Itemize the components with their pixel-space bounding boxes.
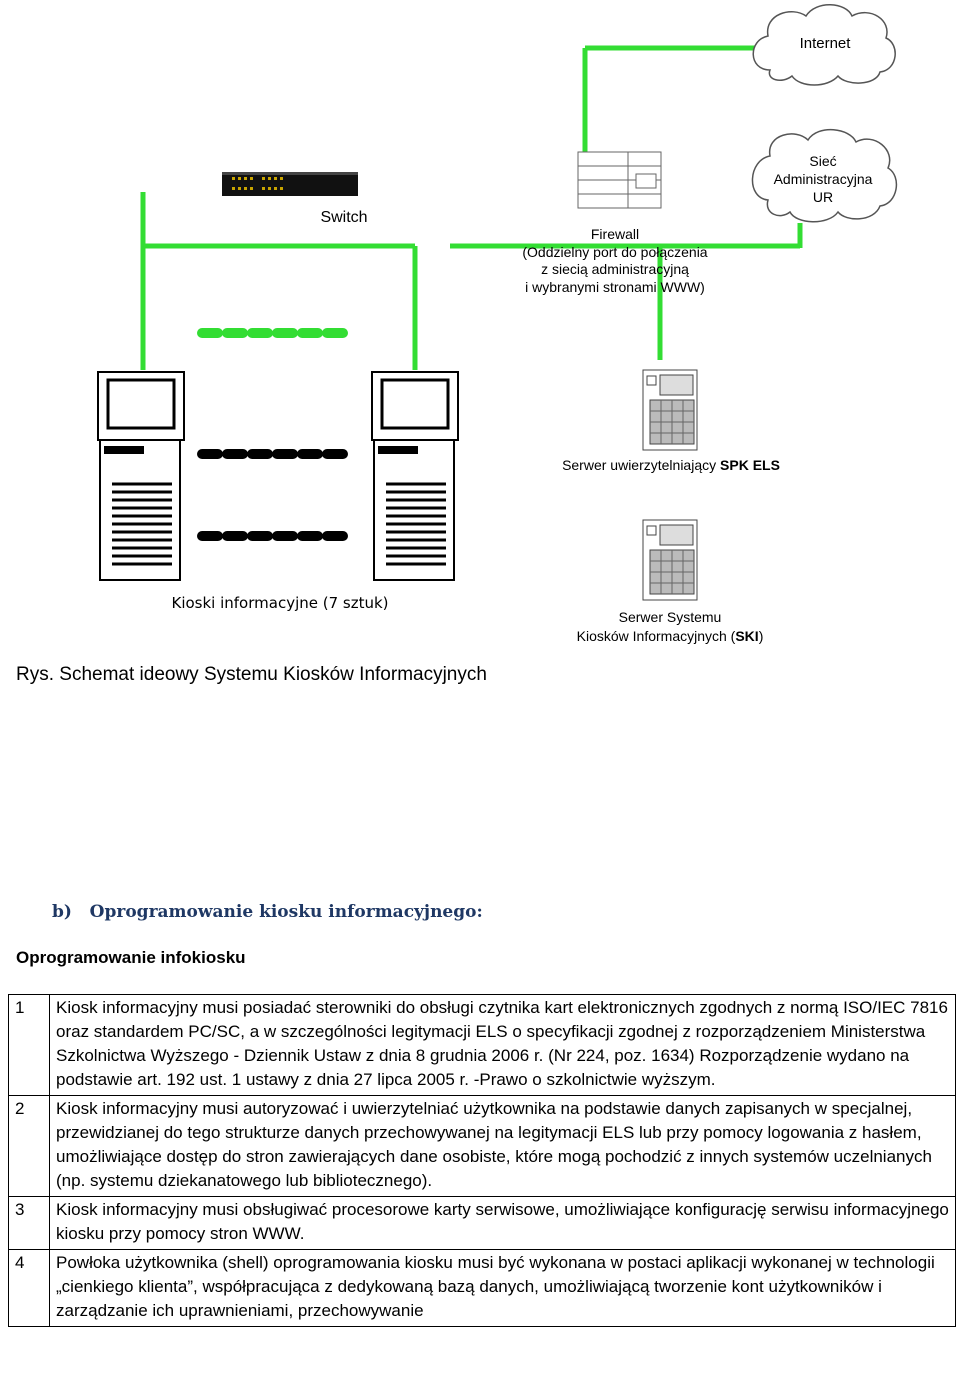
requirements-table: 1 Kiosk informacyjny musi posiadać stero… xyxy=(8,994,956,1327)
connections xyxy=(140,45,803,370)
firewall-label-line: Firewall xyxy=(590,226,640,242)
firewall-label-line: i wybranymi stronami WWW) xyxy=(525,278,705,295)
ski-server-name: SKI xyxy=(735,628,759,644)
subheading: Oprogramowanie infokiosku xyxy=(16,948,246,967)
auth-server-prefix: Serwer uwierzytelniający xyxy=(562,457,721,473)
kiosks-label: Kioski informacyjne (7 sztuk) xyxy=(171,594,389,612)
firewall-label: Firewall (Oddzielny port do połączenia z… xyxy=(490,226,740,296)
switch-icon xyxy=(222,172,358,196)
firewall-label-line: (Oddzielny port do połączenia xyxy=(522,243,708,260)
requirement-text: Kiosk informacyjny musi posiadać sterown… xyxy=(49,994,956,1096)
table-row: 1 Kiosk informacyjny musi posiadać stero… xyxy=(8,994,956,1096)
admin-network-label: Sieć Administracyjna UR xyxy=(758,152,888,206)
kiosk-icon xyxy=(97,371,185,581)
kiosk-dash-links xyxy=(197,328,357,541)
requirement-text: Kiosk informacyjny musi autoryzować i uw… xyxy=(49,1095,956,1197)
ski-server-line1: Serwer Systemu xyxy=(618,609,722,625)
server-icon xyxy=(642,519,698,601)
ski-server-label: Serwer Systemu Kiosków Informacyjnych (S… xyxy=(550,608,790,646)
admin-network-line: UR xyxy=(812,189,834,205)
ski-server-line2: Kiosków Informacyjnych (SKI) xyxy=(550,627,790,646)
table-row: 4 Powłoka użytkownika (shell) oprogramow… xyxy=(8,1249,956,1327)
auth-server-label: Serwer uwierzytelniający SPK ELS xyxy=(540,456,802,474)
admin-network-line: Sieć xyxy=(809,153,837,169)
internet-cloud-icon xyxy=(752,4,896,86)
server-icon xyxy=(642,369,698,451)
firewall-icon xyxy=(577,151,662,209)
admin-network-cloud-icon xyxy=(751,128,898,223)
ski-server-prefix: Kiosków Informacyjnych ( xyxy=(576,628,736,644)
figure-caption: Rys. Schemat ideowy Systemu Kiosków Info… xyxy=(16,664,487,685)
requirement-text: Powłoka użytkownika (shell) oprogramowan… xyxy=(49,1249,956,1327)
requirement-number: 4 xyxy=(8,1249,50,1327)
ski-server-suffix: ) xyxy=(758,628,764,644)
requirement-text: Kiosk informacyjny musi obsługiwać proce… xyxy=(49,1196,956,1250)
network-diagram xyxy=(97,4,898,601)
requirement-number: 3 xyxy=(8,1196,50,1250)
requirement-number: 1 xyxy=(8,994,50,1096)
table-row: 2 Kiosk informacyjny musi autoryzować i … xyxy=(8,1095,956,1197)
admin-network-line: Administracyjna xyxy=(773,171,873,187)
firewall-label-line: z siecią administracyjną xyxy=(541,261,689,277)
kiosk-icon xyxy=(371,371,459,581)
table-row: 3 Kiosk informacyjny musi obsługiwać pro… xyxy=(8,1196,956,1250)
switch-label: Switch xyxy=(320,209,368,226)
requirement-number: 2 xyxy=(8,1095,50,1197)
internet-label: Internet xyxy=(799,35,851,52)
auth-server-name: SPK ELS xyxy=(720,457,780,473)
section-heading: b) Oprogramowanie kiosku informacyjnego: xyxy=(52,902,483,922)
